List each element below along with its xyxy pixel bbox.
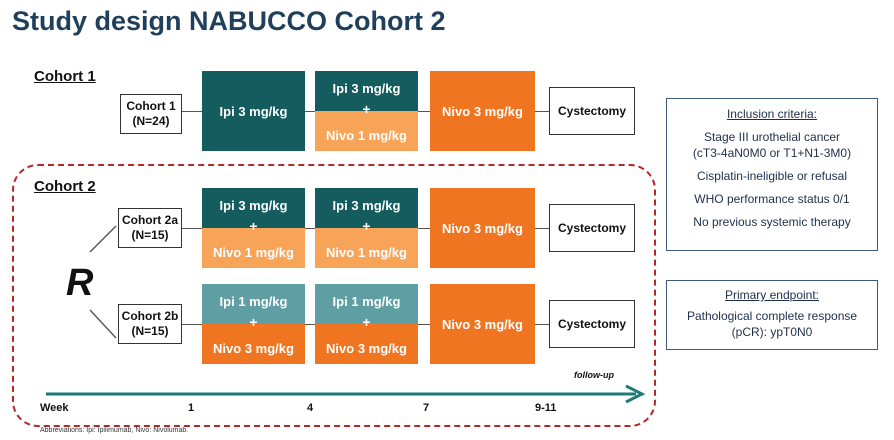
cohort-2a-phase-1-bottom-text: Nivo 1 mg/kg bbox=[213, 244, 294, 260]
inclusion-criteria-heading: Inclusion criteria: bbox=[726, 107, 818, 121]
randomization-line-lower bbox=[89, 309, 117, 339]
cohort-2b-box: Cohort 2b (N=15) bbox=[118, 304, 182, 344]
plus-sign: + bbox=[249, 218, 258, 234]
cohort-1-phase-3-text: Nivo 3 mg/kg bbox=[442, 103, 523, 119]
connector-line bbox=[535, 324, 549, 325]
cohort-1-cystectomy-text: Cystectomy bbox=[557, 104, 627, 118]
cohort-2-dashed-frame bbox=[12, 164, 656, 427]
page-title: Study design NABUCCO Cohort 2 bbox=[12, 6, 446, 36]
cohort-2-label: Cohort 2 bbox=[34, 178, 96, 195]
randomization-letter: R bbox=[66, 262, 94, 304]
cohort-1-phase-2-top: Ipi 3 mg/kg bbox=[315, 71, 418, 111]
cohort-2a-box-n: (N=15) bbox=[131, 228, 169, 242]
timeline-arrowhead-icon bbox=[625, 384, 646, 404]
inclusion-item: (cT3-4aN0M0 or T1+N1-3M0) bbox=[692, 146, 852, 160]
cohort-2b-phase-1-top-text: Ipi 1 mg/kg bbox=[219, 293, 288, 309]
cohort-1-phase-1-text: Ipi 3 mg/kg bbox=[219, 103, 288, 119]
plus-sign: + bbox=[362, 218, 371, 234]
cohort-2a-box: Cohort 2a (N=15) bbox=[118, 208, 182, 248]
cohort-1-box: Cohort 1 (N=24) bbox=[120, 94, 182, 134]
cohort-2b-phase-2-top-text: Ipi 1 mg/kg bbox=[332, 293, 401, 309]
connector-line bbox=[418, 111, 430, 112]
primary-endpoint-box: Primary endpoint: Pathological complete … bbox=[666, 280, 878, 350]
connector-line bbox=[418, 324, 430, 325]
cohort-1-phase-2-top-text: Ipi 3 mg/kg bbox=[332, 80, 401, 96]
primary-endpoint-heading: Primary endpoint: bbox=[724, 288, 820, 302]
inclusion-item: Cisplatin-ineligible or refusal bbox=[696, 169, 848, 183]
cohort-1-phase-3-block: Nivo 3 mg/kg bbox=[430, 71, 535, 151]
cohort-1-phase-2-bottom-text: Nivo 1 mg/kg bbox=[326, 127, 407, 143]
inclusion-criteria-box: Inclusion criteria: Stage III urothelial… bbox=[666, 98, 878, 251]
cohort-2a-phase-2-top-text: Ipi 3 mg/kg bbox=[332, 197, 401, 213]
plus-sign: + bbox=[362, 101, 371, 117]
cohort-2a-phase-2-bottom: Nivo 1 mg/kg bbox=[315, 228, 418, 268]
plus-sign: + bbox=[249, 314, 258, 330]
cohort-2a-cystectomy-box: Cystectomy bbox=[549, 204, 635, 252]
follow-up-label: follow-up bbox=[574, 370, 614, 380]
cohort-2b-cystectomy-text: Cystectomy bbox=[557, 317, 627, 331]
week-tick-4: 4 bbox=[307, 402, 314, 414]
cohort-2a-phase-1-top: Ipi 3 mg/kg bbox=[202, 188, 305, 228]
cohort-2b-cystectomy-box: Cystectomy bbox=[549, 300, 635, 348]
cohort-2a-phase-2-top: Ipi 3 mg/kg bbox=[315, 188, 418, 228]
connector-line bbox=[305, 324, 315, 325]
cohort-2a-phase-3-text: Nivo 3 mg/kg bbox=[442, 220, 523, 236]
cohort-2b-box-n: (N=15) bbox=[131, 324, 169, 338]
connector-line bbox=[418, 228, 430, 229]
inclusion-item: Stage III urothelial cancer bbox=[703, 130, 841, 144]
cohort-2b-phase-3-block: Nivo 3 mg/kg bbox=[430, 284, 535, 364]
week-tick-1: 1 bbox=[188, 402, 195, 414]
endpoint-item: (pCR): ypT0N0 bbox=[731, 325, 813, 339]
randomization-line-upper bbox=[89, 225, 117, 253]
connector-line bbox=[182, 111, 202, 112]
week-tick-9-11: 9-11 bbox=[535, 402, 557, 414]
week-axis-label: Week bbox=[40, 402, 69, 414]
abbreviations-footnote: Abbreviations: Ipi: Ipilimumab, Nivo: Ni… bbox=[40, 427, 189, 434]
cohort-1-cystectomy-box: Cystectomy bbox=[549, 87, 635, 135]
connector-line bbox=[305, 228, 315, 229]
cohort-2b-phase-2-bottom: Nivo 3 mg/kg bbox=[315, 324, 418, 364]
cohort-2b-phase-1-top: Ipi 1 mg/kg bbox=[202, 284, 305, 324]
cohort-2a-box-name: Cohort 2a bbox=[121, 213, 178, 227]
cohort-2a-phase-3-block: Nivo 3 mg/kg bbox=[430, 188, 535, 268]
cohort-1-phase-2-bottom: Nivo 1 mg/kg bbox=[315, 111, 418, 151]
inclusion-item: WHO performance status 0/1 bbox=[694, 192, 850, 206]
connector-line bbox=[535, 111, 549, 112]
cohort-2a-phase-1-top-text: Ipi 3 mg/kg bbox=[219, 197, 288, 213]
cohort-2b-box-name: Cohort 2b bbox=[121, 309, 179, 323]
endpoint-item: Pathological complete response bbox=[686, 309, 858, 323]
connector-line bbox=[535, 228, 549, 229]
cohort-2a-cystectomy-text: Cystectomy bbox=[557, 221, 627, 235]
cohort-2b-phase-2-bottom-text: Nivo 3 mg/kg bbox=[326, 340, 407, 356]
cohort-1-phase-1-block: Ipi 3 mg/kg bbox=[202, 71, 305, 151]
cohort-2a-phase-1-bottom: Nivo 1 mg/kg bbox=[202, 228, 305, 268]
cohort-2b-phase-3-text: Nivo 3 mg/kg bbox=[442, 316, 523, 332]
connector-line bbox=[182, 228, 202, 229]
cohort-2b-phase-1-bottom: Nivo 3 mg/kg bbox=[202, 324, 305, 364]
week-tick-7: 7 bbox=[423, 402, 430, 414]
cohort-2b-phase-2-top: Ipi 1 mg/kg bbox=[315, 284, 418, 324]
inclusion-item: No previous systemic therapy bbox=[693, 215, 851, 229]
connector-line bbox=[305, 111, 315, 112]
cohort-2a-phase-2-bottom-text: Nivo 1 mg/kg bbox=[326, 244, 407, 260]
cohort-1-box-n: (N=24) bbox=[132, 114, 170, 128]
cohort-2b-phase-1-bottom-text: Nivo 3 mg/kg bbox=[213, 340, 294, 356]
cohort-1-box-name: Cohort 1 bbox=[126, 99, 176, 113]
cohort-1-label: Cohort 1 bbox=[34, 68, 96, 85]
connector-line bbox=[182, 324, 202, 325]
plus-sign: + bbox=[362, 314, 371, 330]
